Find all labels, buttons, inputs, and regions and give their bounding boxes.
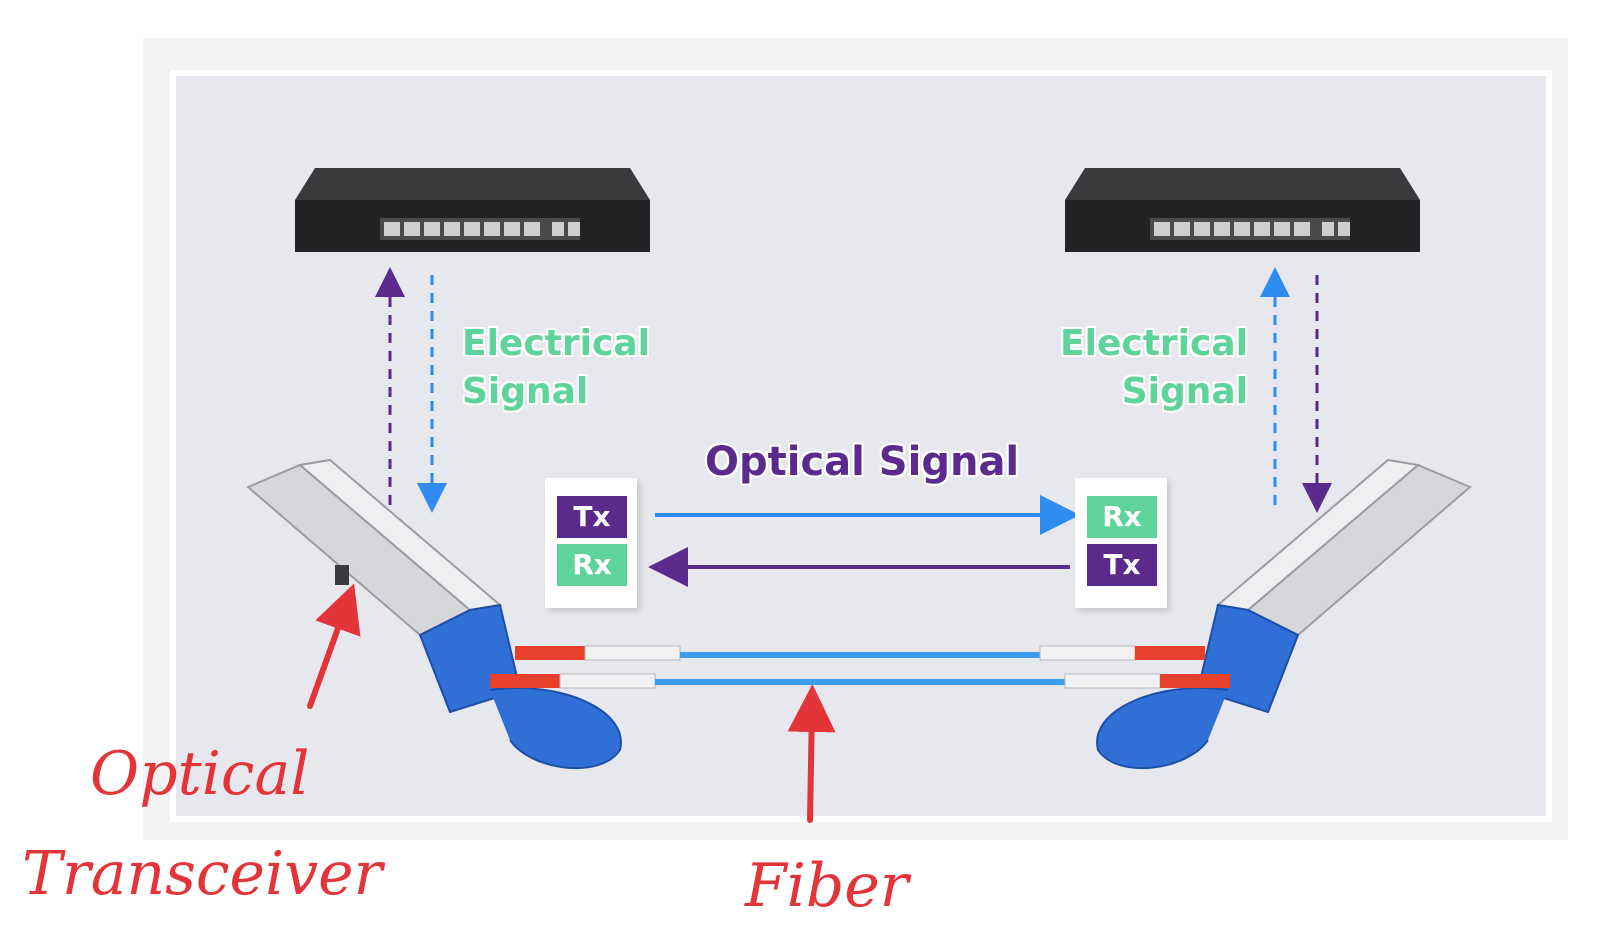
network-switch-right-icon [1065,168,1420,252]
network-switch-left-icon [295,168,650,252]
left-txrx-card: Tx Rx [545,478,637,608]
optical-transceiver-annotation-line2: Transceiver [22,839,383,909]
left-tx-tag: Tx [557,496,627,538]
electrical-signal-left-line2: Signal [462,371,589,412]
electrical-signal-label-left: Electrical Signal [462,320,650,416]
optical-transceiver-right-icon [1096,458,1472,770]
fiber-annotation: Fiber [745,851,909,921]
optical-transceiver-left-icon [246,458,622,770]
fiber-annotation-arrow [787,684,836,823]
right-rx-tag: Rx [1087,496,1157,538]
electrical-signal-right-line2: Signal [1121,371,1248,412]
transceiver-annotation-arrow [307,583,361,709]
electrical-signal-right-line1: Electrical [1060,323,1248,364]
left-rx-tag: Rx [557,544,627,586]
optical-transceiver-annotation-line1: Optical [90,739,310,809]
optical-signal-label: Optical Signal [705,439,1020,485]
electrical-signal-left-line1: Electrical [462,323,650,364]
right-tx-tag: Tx [1087,544,1157,586]
right-txrx-card: Rx Tx [1075,478,1167,608]
electrical-signal-label-right: Electrical Signal [1060,320,1248,416]
fiber-cable-icon [490,645,1230,689]
